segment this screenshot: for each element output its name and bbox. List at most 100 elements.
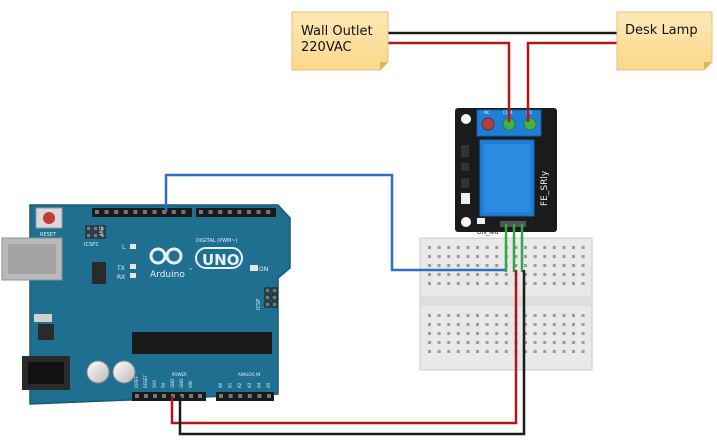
analog-pin-label: A1 [228, 382, 233, 388]
breadboard-hole [456, 282, 460, 285]
breadboard-hole [466, 350, 470, 353]
capacitor-right [112, 360, 136, 384]
relay-mount-hole [461, 217, 471, 227]
desk-lamp-note: Desk Lamp [616, 11, 713, 71]
breadboard-hole [543, 323, 547, 326]
breadboard-hole [476, 350, 479, 353]
breadboard-hole [533, 273, 537, 276]
analog-pin-label: A3 [247, 382, 252, 388]
breadboard-hole [437, 264, 441, 267]
digital-header-left [92, 208, 192, 217]
breadboard-hole [437, 350, 441, 353]
breadboard-hole [447, 323, 451, 326]
on-led-label: ON_led [477, 229, 499, 236]
breadboard-hole [572, 246, 575, 249]
breadboard-hole [495, 264, 499, 267]
wall-outlet-note: Wall Outlet 220VAC [291, 11, 389, 71]
digital-pin-hole [256, 210, 261, 214]
breadboard-hole [466, 273, 470, 276]
breadboard-hole [466, 332, 470, 335]
breadboard-hole [562, 264, 566, 267]
relay-label: FE_SRly [540, 170, 550, 206]
breadboard-hole [437, 246, 441, 249]
wall-outlet-note-fold [380, 62, 388, 70]
digital-pin-hole [208, 210, 213, 214]
breadboard-hole [476, 264, 479, 267]
analog-pin-label: A0 [218, 382, 223, 388]
model-label: UNO [202, 251, 240, 269]
breadboard-hole [485, 350, 489, 353]
breadboard-hole [447, 332, 451, 335]
breadboard-hole [581, 246, 585, 249]
brand-label: Arduino [150, 270, 185, 280]
breadboard-hole [466, 282, 470, 285]
regulator-tab [34, 314, 52, 322]
breadboard-hole [476, 341, 479, 344]
breadboard-hole [543, 350, 547, 353]
analog-label: ANALOG IN [238, 372, 260, 377]
breadboard-hole [466, 323, 470, 326]
breadboard-hole [562, 350, 566, 353]
breadboard-hole [533, 341, 537, 344]
icsp-pin [271, 287, 278, 294]
analog-pin-label: A5 [266, 382, 271, 388]
analog-pin-hole [267, 394, 271, 398]
breadboard-hole [476, 282, 479, 285]
infinity-left-icon [149, 247, 167, 265]
breadboard-hole [456, 273, 460, 276]
digital-pin-hole [152, 210, 157, 214]
breadboard-hole [552, 314, 556, 317]
digital-pin-hole [227, 210, 232, 214]
breadboard-hole [524, 264, 527, 267]
breadboard-hole [524, 255, 527, 258]
icsp-pin [264, 294, 271, 301]
led-tx-label: TX [116, 265, 125, 272]
breadboard-hole [552, 350, 556, 353]
wall-outlet-voltage: 220VAC [301, 40, 352, 55]
breadboard-hole [437, 314, 441, 317]
breadboard-center-channel [420, 296, 592, 306]
breadboard-hole [543, 314, 547, 317]
breadboard-hole [476, 255, 479, 258]
led-l [130, 244, 136, 249]
icsp2-header [85, 225, 106, 239]
breadboard-hole [447, 264, 451, 267]
breadboard-hole [524, 314, 527, 317]
icsp-pin [271, 294, 278, 301]
digital-pin-hole [95, 210, 99, 214]
breadboard-hole [456, 255, 460, 258]
breadboard-hole [562, 273, 566, 276]
breadboard-hole [447, 341, 451, 344]
breadboard-hole [504, 282, 508, 285]
usb-connector-inner [8, 244, 56, 274]
icsp2-pin [99, 225, 106, 232]
breadboard-hole [466, 314, 470, 317]
breadboard-hole [552, 323, 556, 326]
breadboard-hole [466, 255, 470, 258]
power-header [132, 392, 206, 401]
icsp-pin [271, 301, 278, 308]
breadboard-hole [437, 255, 441, 258]
breadboard-hole [524, 273, 527, 276]
digital-pin-hole [143, 210, 147, 214]
breadboard-hole [572, 341, 575, 344]
relay-transistor [461, 145, 469, 157]
icsp2-label: ICSP2 [84, 242, 98, 248]
arduino-pcb [29, 204, 291, 405]
icsp-pin [264, 287, 271, 294]
breadboard-hole [581, 264, 585, 267]
digital-pin-hole [237, 210, 242, 214]
breadboard-hole [428, 264, 431, 267]
aref-label: AREF [99, 225, 104, 236]
breadboard-hole [504, 314, 508, 317]
breadboard-hole [456, 332, 460, 335]
desk-lamp-note-fold [704, 62, 712, 70]
digital-header-right [196, 208, 276, 217]
digital-pin-hole [114, 210, 119, 214]
voltage-regulator [38, 324, 54, 340]
breadboard-hole [495, 282, 499, 285]
arduino-logo: Arduino ™ UNO [149, 247, 243, 280]
breadboard-hole [543, 341, 547, 344]
relay-diode [461, 178, 469, 188]
